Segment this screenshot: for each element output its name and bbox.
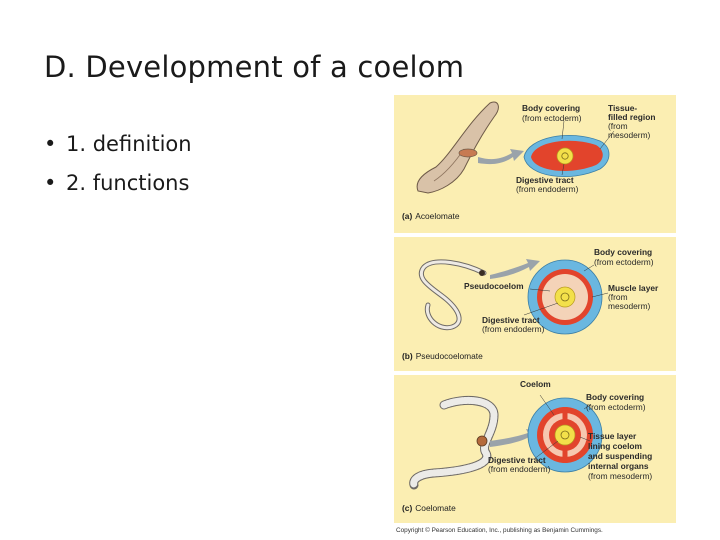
bullet-marker: • — [44, 171, 57, 195]
label-tissue-region: filled region — [608, 112, 655, 122]
arrow-icon — [490, 259, 540, 279]
label-coelom: Coelom — [520, 379, 551, 389]
bullet-item-functions: • 2. functions — [44, 171, 192, 210]
roundworm-section-marker — [479, 270, 485, 276]
label-tissue-organs: internal organs — [588, 461, 649, 471]
label-tissue-lining: lining coelom — [588, 441, 642, 451]
label-tissue-origin: (from mesoderm) — [588, 471, 652, 481]
bullet-text: 1. definition — [66, 132, 192, 156]
label-tissue: Tissue- — [608, 103, 637, 113]
bullet-marker: • — [44, 132, 57, 156]
panel-acoelomate: Body covering (from ectoderm) Tissue- fi… — [394, 95, 676, 233]
bullet-text: 2. functions — [66, 171, 190, 195]
bullet-item-definition: • 1. definition — [44, 132, 192, 171]
label-body-covering-origin: (from ectoderm) — [522, 113, 582, 123]
panel-coelomate: Coelom Body covering (from ectoderm) Tis… — [394, 375, 676, 523]
bullet-list: • 1. definition • 2. functions — [44, 132, 192, 210]
pseudocoelomate-cross-section — [527, 259, 603, 335]
label-body-covering-origin: (from ectoderm) — [586, 402, 646, 412]
label-tissue-suspending: and suspending — [588, 451, 652, 461]
label-pseudocoelom: Pseudocoelom — [464, 281, 524, 291]
arrow-icon — [490, 429, 540, 447]
label-digestive-tract: Digestive tract — [516, 175, 574, 185]
slide-title: D. Development of a coelom — [44, 50, 465, 84]
label-digestive-origin: (from endoderm) — [488, 464, 551, 474]
label-muscle-from: (from — [608, 292, 628, 302]
caption-coelomate: (c)Coelomate — [402, 503, 456, 513]
coelomate-diagram: Coelom Body covering (from ectoderm) Tis… — [402, 379, 652, 513]
label-digestive-origin: (from endoderm) — [482, 324, 545, 334]
coelomate-cross-section — [527, 397, 603, 473]
label-body-covering: Body covering — [522, 103, 580, 113]
acoelomate-cross-section — [523, 134, 610, 177]
flatworm-section-marker — [458, 148, 478, 158]
label-digestive-origin: (from endoderm) — [516, 184, 579, 194]
acoelomate-diagram: Body covering (from ectoderm) Tissue- fi… — [402, 101, 655, 221]
label-muscle-origin: mesoderm) — [608, 301, 651, 311]
label-digestive-tract: Digestive tract — [482, 315, 540, 325]
copyright-notice: Copyright © Pearson Education, Inc., pub… — [396, 527, 603, 534]
label-body-covering-origin: (from ectoderm) — [594, 257, 654, 267]
caption-acoelomate: (a)Acoelomate — [402, 211, 460, 221]
coelom-figure: Body covering (from ectoderm) Tissue- fi… — [394, 95, 676, 538]
label-tissue-layer: Tissue layer — [588, 431, 637, 441]
caption-pseudocoelomate: (b)Pseudocoelomate — [402, 351, 483, 361]
panel-pseudocoelomate: Body covering (from ectoderm) Pseudocoel… — [394, 237, 676, 371]
label-digestive-tract: Digestive tract — [488, 455, 546, 465]
label-body-covering: Body covering — [586, 392, 644, 402]
pseudocoelomate-diagram: Body covering (from ectoderm) Pseudocoel… — [402, 247, 659, 361]
label-tissue-origin: mesoderm) — [608, 130, 651, 140]
flatworm-illustration — [416, 101, 499, 194]
label-tissue-from: (from — [608, 121, 628, 131]
label-body-covering: Body covering — [594, 247, 652, 257]
label-muscle-layer: Muscle layer — [608, 283, 659, 293]
arrow-icon — [478, 149, 524, 165]
earthworm-section-marker — [476, 435, 488, 447]
